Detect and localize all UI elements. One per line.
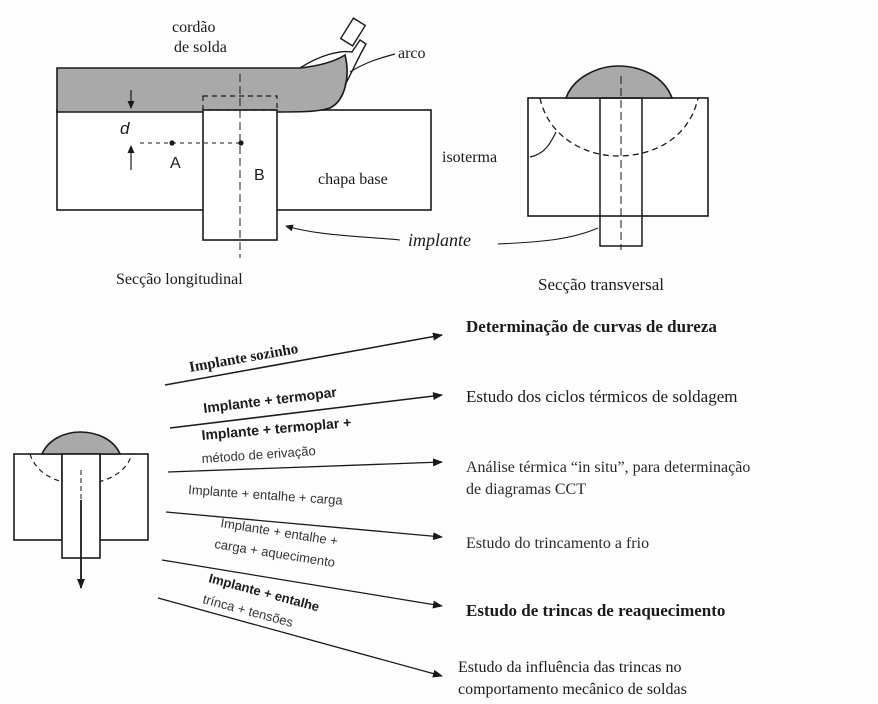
result-3a: Análise térmica “in situ”, para determin… — [466, 459, 750, 476]
isotherm-leader — [529, 131, 557, 158]
implant-rod-top-dashed — [202, 95, 278, 111]
isotherm-label: isoterma — [442, 149, 497, 166]
result-3b: de diagramas CCT — [466, 481, 586, 498]
weld-bead — [56, 53, 348, 113]
point-a-marker — [169, 140, 175, 146]
result-texts: Determinação de curvas de dureza Estudo … — [458, 317, 750, 698]
result-4: Estudo do trincamento a frio — [466, 535, 649, 552]
transverse-caption: Secção transversal — [538, 275, 664, 294]
transverse-section: isoterma Secção transversal — [442, 65, 709, 294]
transverse-implant-leader — [497, 227, 599, 245]
implant-leader — [285, 224, 401, 241]
bead-label-line2: de solda — [174, 39, 227, 56]
bead-label-line1: cordão — [172, 19, 216, 36]
transverse-plate — [527, 97, 709, 217]
combo-label-3a: Implante + termoplar + — [201, 414, 352, 443]
specimen-isotherm — [29, 453, 133, 485]
specimen-left-plate — [13, 453, 63, 541]
specimen-right-plate — [99, 453, 149, 541]
arrow-implant-only — [164, 332, 443, 386]
arrow-implant-notch-load — [165, 511, 443, 541]
isotherm-curve — [539, 97, 699, 157]
point-a-label: A — [170, 155, 181, 172]
arc-label: arco — [398, 45, 426, 62]
longitudinal-section: cordão de solda arco d A B chapa base im… — [56, 17, 471, 288]
arc-leader — [349, 53, 396, 73]
specimen-bead — [40, 431, 122, 455]
point-b-label: B — [254, 167, 265, 184]
combo-label-3b: método de erivação — [201, 443, 316, 466]
result-6a: Estudo da influência das trincas no — [458, 659, 682, 676]
arrow-implant-derivation — [167, 458, 443, 473]
electrode — [339, 17, 367, 47]
base-plate-label: chapa base — [318, 171, 388, 188]
transverse-bead — [564, 65, 674, 99]
result-5: Estudo de trincas de reaquecimento — [466, 601, 725, 620]
combo-label-4: Implante + entalhe + carga — [188, 482, 344, 508]
implant-label: implante — [408, 230, 471, 250]
arrow-implant-thermocouple — [169, 392, 443, 429]
implant-specimen — [13, 431, 149, 589]
point-b-marker — [238, 140, 244, 146]
combo-label-2: Implante + termopar — [202, 384, 338, 416]
application-arrows — [157, 332, 443, 678]
arrow-implant-crack — [157, 597, 443, 678]
result-2: Estudo dos ciclos térmicos de soldagem — [466, 387, 737, 406]
arrow-implant-notch-heat — [161, 559, 443, 609]
result-1: Determinação de curvas de dureza — [466, 317, 717, 336]
arc-plume — [299, 39, 367, 86]
distance-label: d — [120, 119, 130, 138]
result-6b: comportamento mecânico de soldas — [458, 681, 687, 698]
longitudinal-caption: Secção longitudinal — [116, 271, 243, 288]
